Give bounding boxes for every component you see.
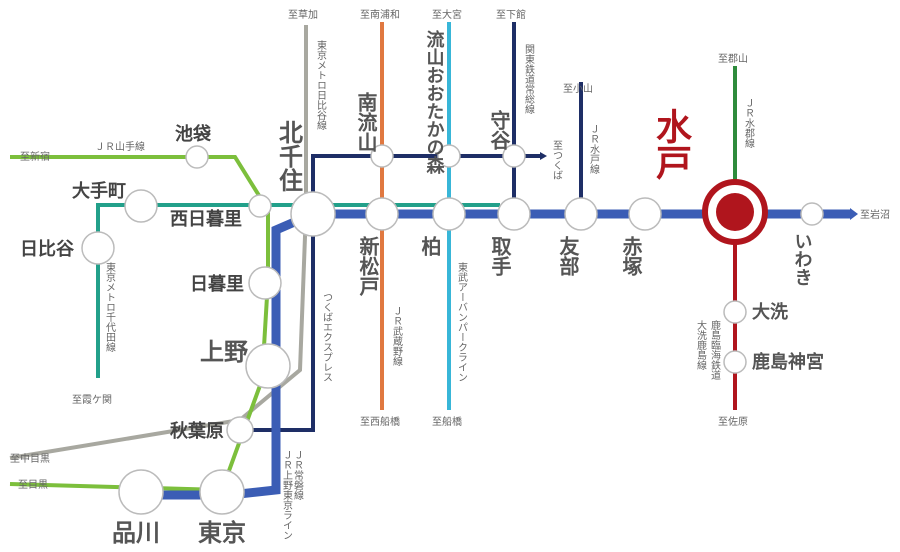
akatsuka-node[interactable] (628, 197, 662, 231)
tomobe-node[interactable] (564, 197, 598, 231)
musashino-line-label: ＪＲ武蔵野線 (391, 306, 403, 366)
kitasenju-node[interactable] (290, 191, 336, 237)
akihabara-node[interactable] (226, 416, 254, 444)
urban-park-line-label: 東武アーバンパークライン (456, 261, 468, 382)
dir-nishifunabashi: 至西船橋 (360, 415, 400, 428)
otakanomori-node[interactable] (437, 144, 461, 168)
suigun-line-label: ＪＲ水郡線 (743, 98, 755, 148)
tokyo-label: 東京 (198, 518, 246, 547)
dir-kooriyama: 至郡山 (718, 53, 748, 65)
dir-shimodate: 至下館 (496, 8, 526, 21)
tsukuba-express-line (240, 154, 540, 432)
minaminagareyama-node[interactable] (370, 144, 394, 168)
kashiwa-label: 柏 (418, 235, 442, 257)
otemachi-node[interactable] (124, 189, 158, 223)
hibiya-label: 日比谷 (20, 239, 75, 260)
kanto-line-label: 関東鉄道常総線 (523, 44, 535, 114)
mito-line-label: ＪＲ水戸線 (588, 124, 600, 174)
akihabara-label: 秋葉原 (170, 420, 224, 442)
ueno-node[interactable] (245, 343, 291, 389)
chiyoda-line-label: 東京メトロ千代田線 (104, 261, 116, 352)
toride-node[interactable] (497, 197, 531, 231)
dir-funabashi: 至船橋 (432, 415, 462, 428)
ikebukuro-node[interactable] (185, 145, 209, 169)
iwaki-label: いわき (792, 232, 813, 286)
station-circles (81, 144, 824, 515)
kitasenju-label: 北千住 (275, 120, 304, 192)
tomobe-label: 友部 (556, 235, 580, 276)
moriya-node[interactable] (502, 144, 526, 168)
mito-node-inner (716, 193, 754, 231)
moriya-label: 守谷 (487, 109, 511, 151)
shinagawa-label: 品川 (112, 518, 160, 547)
dir-soka: 至草加 (288, 9, 318, 21)
nippori-label: 日暮里 (190, 274, 244, 295)
kashimajingu-label: 鹿島神宮 (752, 351, 824, 373)
shinmatsudo-label: 新松戸 (356, 235, 380, 297)
oarai-kashima-label: 大洗鹿島線 (695, 319, 707, 370)
tsukuba-line-label: つくばエクスプレス (321, 292, 333, 382)
hibiya-node[interactable] (81, 231, 115, 265)
oarai-node[interactable] (723, 300, 747, 324)
dir-meguro: 至目黒 (18, 479, 48, 491)
dir-sawara: 至佐原 (718, 416, 748, 428)
shinagawa-node[interactable] (118, 469, 164, 515)
oarai-label: 大洗 (752, 301, 788, 323)
otakanomori-label: 流山おおたかの森 (424, 29, 445, 175)
kashima-rinkai-label: 鹿島臨海鉄道 (709, 319, 721, 380)
akatsuka-label: 赤塚 (619, 235, 643, 276)
nishinippori-label: 西日暮里 (170, 209, 242, 230)
dir-kasumigaseki: 至霞ケ関 (72, 394, 112, 406)
joban-line-label: ＪＲ常磐線 (292, 450, 304, 500)
tsukuba-arrow-icon (540, 152, 547, 160)
shinmatsudo-node[interactable] (365, 197, 399, 231)
otemachi-label: 大手町 (72, 180, 126, 202)
dir-oyama: 至小山 (563, 83, 593, 95)
iwaki-node[interactable] (800, 202, 824, 226)
dir-omiya: 至大宮 (432, 8, 462, 21)
ueno-tokyo-line-label: ＪＲ上野東京ライン (281, 450, 293, 540)
mito-label: 水戸 (650, 108, 692, 181)
hibiya-line-label: 東京メトロ日比谷線 (315, 39, 327, 130)
yamanote-line-label: ＪＲ山手線 (95, 140, 145, 153)
dir-minamiurawa: 至南浦和 (360, 8, 400, 21)
ueno-label: 上野 (200, 337, 248, 366)
dir-iwanuma: 至岩沼 (860, 208, 890, 221)
hibiya-line (9, 25, 308, 460)
iwanuma-arrow-icon (850, 208, 858, 220)
minaminagareyama-label: 南流山 (354, 92, 378, 152)
kashiwa-node[interactable] (432, 197, 466, 231)
ikebukuro-label: 池袋 (175, 123, 212, 145)
tokyo-node[interactable] (199, 469, 245, 515)
toride-label: 取手 (488, 236, 512, 276)
kashimajingu-node[interactable] (723, 350, 747, 374)
dir-tsukuba: 至つくば (551, 140, 563, 180)
dir-shinjuku: 至新宿 (20, 150, 50, 163)
dir-nakameguro: 至中目黒 (10, 452, 50, 465)
nishinippori-node[interactable] (248, 194, 272, 218)
nippori-node[interactable] (248, 266, 282, 300)
